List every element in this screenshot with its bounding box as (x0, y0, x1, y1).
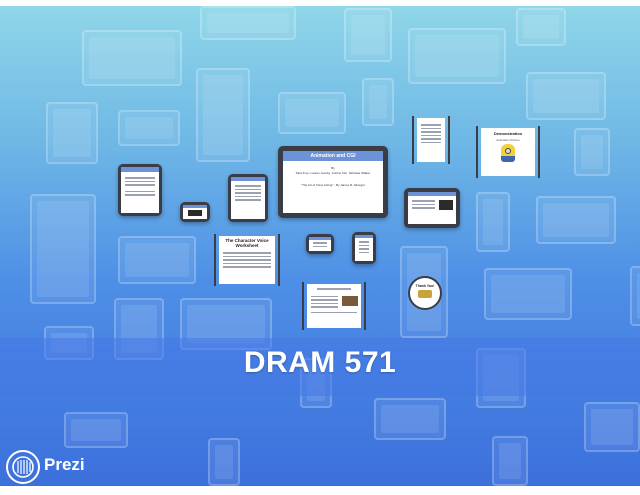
main-slide-authors: Sara Frye, Lauren Jacoby, Justine Kim, N… (295, 171, 371, 175)
bg-tile (484, 268, 572, 320)
bg-tile (476, 192, 510, 252)
bg-tile (278, 92, 346, 134)
bg-tile (408, 28, 506, 84)
main-slide: Animation and CGI By Sara Frye, Lauren J… (283, 151, 383, 213)
bg-tile (574, 128, 610, 176)
image-thumbnail (342, 295, 358, 306)
demonstration-subheading: Animation Picture (496, 138, 520, 142)
thank-you-image (418, 290, 432, 298)
bg-tile (200, 6, 296, 40)
bg-tile (492, 436, 528, 486)
slide-thumbnail[interactable] (118, 164, 162, 216)
presentation-title: DRAM 571 (243, 346, 397, 379)
main-slide-quote: "The Art of Voice Acting" - By James R. … (301, 183, 365, 187)
slide-thumbnail[interactable] (404, 188, 460, 228)
bg-tile (362, 78, 394, 126)
bg-tile (526, 72, 606, 120)
bg-tile (118, 110, 180, 146)
title-band (0, 338, 640, 396)
bg-tile (584, 402, 640, 452)
bg-tile (46, 102, 98, 164)
slide-thumbnail[interactable] (306, 234, 334, 254)
bg-tile (208, 438, 240, 486)
thank-you-label: Thank You! (415, 284, 435, 288)
bg-tile (516, 8, 566, 46)
image-thumbnail (439, 200, 453, 210)
bg-tile (344, 8, 392, 62)
main-slide-frame[interactable]: Animation and CGI By Sara Frye, Lauren J… (278, 146, 388, 218)
prezi-canvas[interactable]: DRAM 571 Animation and CGI By Sara Frye,… (0, 6, 640, 486)
demonstration-frame[interactable]: Demonstration Animation Picture (476, 126, 540, 178)
prezi-logo-icon (6, 450, 40, 484)
slide-thumbnail[interactable] (352, 232, 376, 264)
main-slide-by: By (331, 166, 335, 170)
bg-tile (118, 236, 196, 284)
image-thumbnail (188, 210, 202, 216)
slide-thumbnail[interactable] (180, 202, 210, 222)
demonstration-heading: Demonstration (493, 131, 523, 136)
bg-tile (82, 30, 182, 86)
content-frame[interactable] (302, 282, 366, 330)
thank-you-circle[interactable]: Thank You! (408, 276, 442, 310)
bg-tile (30, 194, 96, 304)
worksheet-heading: The Character Voice Worksheet (225, 238, 269, 248)
bg-tile (536, 196, 616, 244)
bg-tile (196, 68, 250, 162)
document-frame[interactable] (412, 116, 450, 164)
bg-tile (374, 398, 446, 440)
bg-tile (630, 266, 640, 326)
slide-thumbnail[interactable] (228, 174, 268, 222)
main-slide-heading: Animation and CGI (283, 151, 383, 161)
minion-image (501, 144, 515, 162)
bg-tile (64, 412, 128, 448)
worksheet-frame[interactable]: The Character Voice Worksheet (214, 234, 280, 286)
prezi-logo-text: Prezi (44, 455, 85, 474)
